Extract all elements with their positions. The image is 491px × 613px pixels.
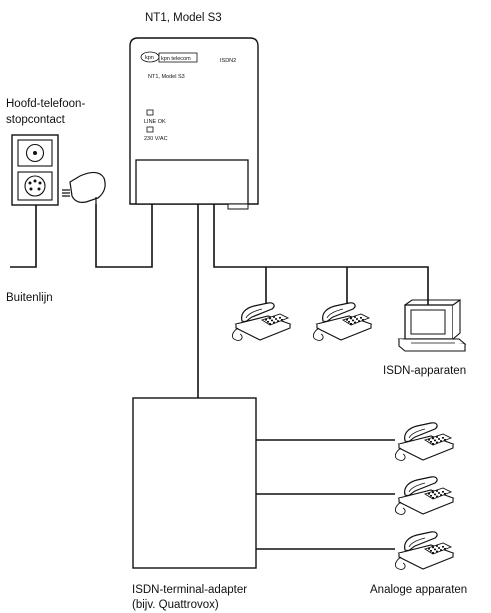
isdn-phone-1-icon <box>231 302 291 342</box>
nt1-brand-text: kpn telecom <box>161 56 191 62</box>
wall-socket-icon <box>11 134 59 206</box>
plug-icon <box>62 171 106 204</box>
nt1-port-text: ISDN2 <box>220 58 236 64</box>
isdn-bus-wire <box>213 204 429 305</box>
power-led-label: 230 V/AC <box>144 136 168 142</box>
power-led-icon <box>146 126 154 133</box>
nt1-model-text: NT1, Model S3 <box>148 74 185 80</box>
outside-line-wire <box>10 205 37 268</box>
line-ok-led-label: LINE OK <box>144 119 166 125</box>
line-ok-led-icon <box>146 109 154 116</box>
analog-phone-2-icon <box>394 476 454 516</box>
analog-devices-label: Analoge apparaten <box>370 584 468 596</box>
kpn-logo: kpn kpn telecom <box>140 51 198 63</box>
computer-icon <box>397 298 467 352</box>
isdn-devices-label: ISDN-apparaten <box>383 365 467 377</box>
terminal-adapter-label-line1: ISDN-terminal-adapter <box>132 584 248 596</box>
nt1-device: kpn kpn telecom NT1, Model S3 ISDN2 LINE… <box>129 37 259 210</box>
analog-phone-3-icon <box>394 531 454 571</box>
outside-line-label: Buitenlijn <box>6 292 53 304</box>
main-socket-label-line2: stopcontact <box>6 114 65 126</box>
svg-text:kpn: kpn <box>145 55 154 61</box>
main-socket-label-line1: Hoofd-telefoon- <box>6 98 86 110</box>
nt1-title: NT1, Model S3 <box>145 12 222 24</box>
terminal-adapter-label-line2: (bijv. Quattrovox) <box>132 599 219 611</box>
plug-to-nt1-wire <box>95 204 153 268</box>
isdn-phone-2-icon <box>312 302 372 342</box>
analog-phone-1-icon <box>394 422 454 462</box>
terminal-adapter-box <box>132 397 257 569</box>
